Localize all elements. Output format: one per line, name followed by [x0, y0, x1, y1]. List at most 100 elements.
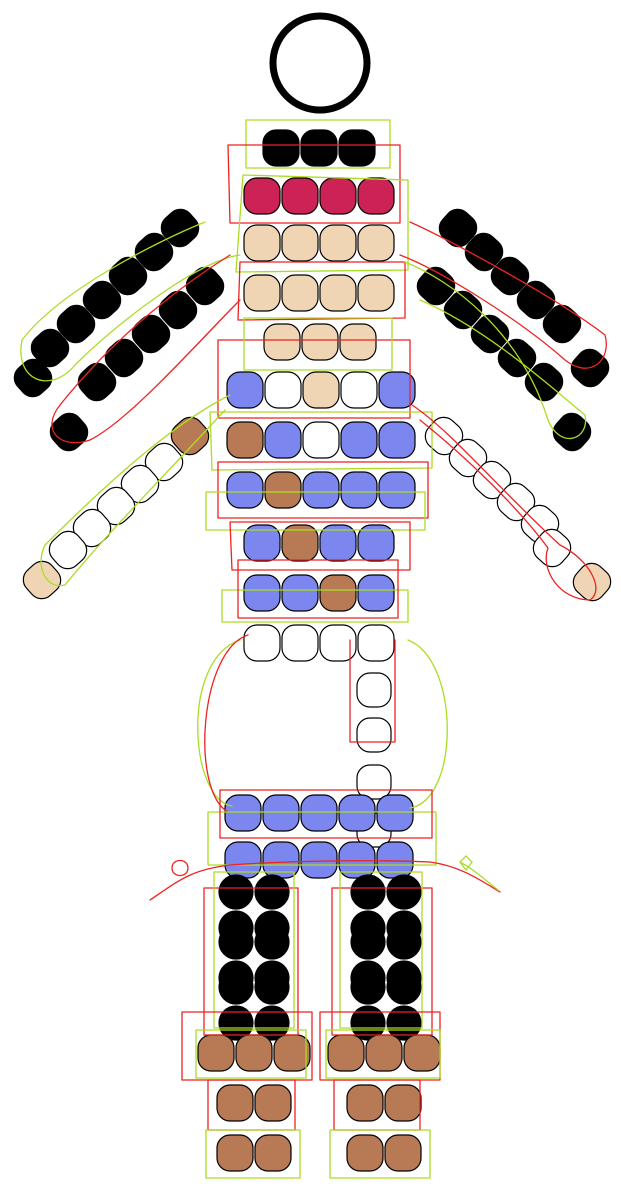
arm-bead	[516, 280, 556, 320]
thread-green	[213, 871, 295, 1029]
leg-bead	[386, 1005, 422, 1041]
shirt-bead	[226, 421, 264, 459]
thread-red	[217, 339, 411, 419]
face-bead	[281, 224, 319, 262]
leg-bead	[350, 924, 386, 960]
arm-bead	[552, 412, 592, 452]
boot-bead	[235, 1034, 273, 1072]
boot-bead	[384, 1134, 422, 1172]
face-bead	[243, 224, 281, 262]
arm-bead	[49, 412, 89, 452]
shorts-bead	[338, 794, 376, 832]
arm-bead	[443, 290, 483, 330]
hat-bead	[262, 129, 300, 167]
dangle-bead	[356, 672, 392, 708]
boot-bead	[365, 1034, 403, 1072]
thread-green	[325, 1029, 441, 1079]
leg-bead	[254, 924, 290, 960]
thread-knot-icon	[171, 859, 189, 877]
leg-bead	[254, 1005, 290, 1041]
shirt-bead	[340, 371, 378, 409]
boot-bead	[216, 1084, 254, 1122]
thread-green	[205, 1129, 301, 1179]
thread-red	[203, 887, 299, 1036]
shirt-bead	[357, 574, 395, 612]
arm-bead	[22, 560, 62, 600]
thread-red	[349, 639, 396, 743]
arm-bead	[108, 256, 148, 296]
boot-bead	[346, 1134, 384, 1172]
dangle-bead	[356, 717, 392, 753]
arm-bead	[104, 338, 144, 378]
thread-red	[399, 221, 607, 369]
thread-red	[219, 789, 433, 839]
arm-bead	[134, 232, 174, 272]
face-bead	[281, 274, 319, 312]
thread-red	[331, 887, 433, 1036]
shirt-bead	[340, 471, 378, 509]
shirt-bead	[378, 371, 416, 409]
shirt-bead	[378, 421, 416, 459]
boot-bead	[403, 1034, 441, 1072]
shorts-bead	[300, 841, 338, 879]
shirt-bead	[226, 471, 264, 509]
leg-bead	[350, 969, 386, 1005]
thread-green	[339, 871, 423, 1029]
thread-red	[149, 860, 501, 901]
shirt-bead	[281, 574, 319, 612]
thread-green	[197, 639, 448, 809]
boot-bead	[254, 1134, 292, 1172]
leg-bead	[254, 969, 290, 1005]
thread-layer	[20, 119, 607, 1179]
hat-bead	[300, 129, 338, 167]
face-bead	[339, 323, 377, 361]
thread-green	[221, 589, 409, 623]
face-bead	[263, 323, 301, 361]
shirt-bead	[281, 524, 319, 562]
boot-bead	[254, 1084, 292, 1122]
leg-bead	[386, 924, 422, 960]
arm-bead	[13, 358, 53, 398]
face-bead	[319, 224, 357, 262]
boot-bead	[273, 1034, 311, 1072]
thread-red	[229, 521, 411, 571]
belt-bead	[243, 624, 281, 662]
thread-green	[207, 811, 437, 866]
shirt-bead	[357, 524, 395, 562]
shirt-bead	[302, 471, 340, 509]
shirt-bead	[340, 421, 378, 459]
shorts-bead	[262, 794, 300, 832]
belt-bead	[357, 624, 395, 662]
thread-green	[40, 394, 231, 587]
face-bead	[243, 274, 281, 312]
face-bead	[319, 274, 357, 312]
shorts-bead	[224, 794, 262, 832]
leg-bead	[254, 874, 290, 910]
thread-green	[205, 491, 426, 531]
boot-bead	[384, 1084, 422, 1122]
boot-bead	[197, 1034, 235, 1072]
shirt-bead	[319, 574, 357, 612]
thread-knot-icon	[459, 855, 473, 872]
thread-red	[227, 144, 401, 224]
thread-green	[459, 861, 499, 891]
face-bead	[301, 323, 339, 361]
thread-red	[217, 461, 429, 519]
hat-band-bead	[243, 177, 281, 215]
arm-bead	[131, 314, 171, 354]
leg-bead	[386, 874, 422, 910]
arm-bead	[470, 314, 510, 354]
shorts-bead	[376, 794, 414, 832]
arm-bead	[158, 290, 198, 330]
shirt-bead	[302, 421, 340, 459]
leg-bead	[218, 874, 254, 910]
thread-green	[243, 317, 393, 371]
hat-band-bead	[281, 177, 319, 215]
thread-red	[51, 254, 241, 444]
boot-bead	[327, 1034, 365, 1072]
leg-bead	[350, 874, 386, 910]
bead-layer	[13, 129, 612, 1172]
shirt-bead	[243, 574, 281, 612]
arm-bead	[464, 232, 504, 272]
